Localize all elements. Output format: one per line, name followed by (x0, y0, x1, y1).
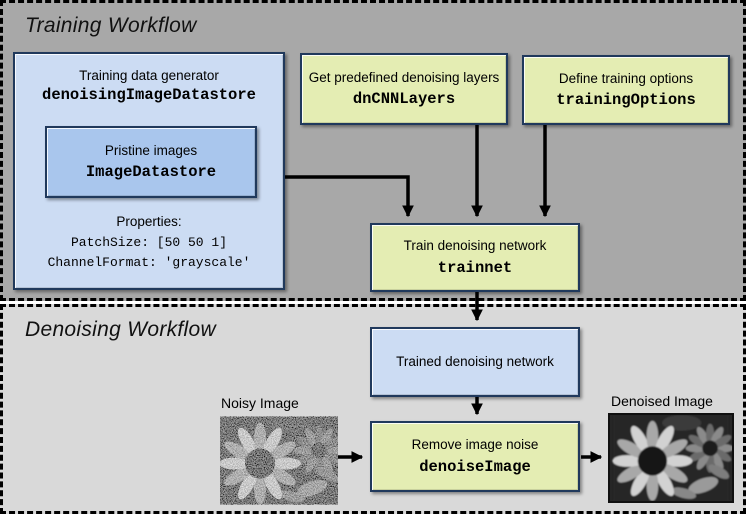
properties-title: Properties: (116, 214, 182, 229)
training-workflow-title: Training Workflow (25, 14, 197, 37)
trained-network-label: Trained denoising network (396, 354, 554, 370)
denoised-sunflower-image (608, 413, 734, 503)
box-denoising-image-datastore: Training data generator denoisingImageDa… (13, 52, 285, 290)
box-trainnet: Train denoising network trainnet (370, 223, 580, 292)
property-patchsize: PatchSize: [50 50 1] (70, 235, 228, 250)
trainnet-label: Train denoising network (403, 238, 547, 254)
training-options-label: Define training options (558, 70, 694, 86)
box-image-datastore: Pristine images ImageDatastore (45, 126, 257, 198)
imagedatastore-label: Pristine images (104, 142, 198, 158)
box-dncnn-layers: Get predefined denoising layers dnCNNLay… (300, 53, 508, 125)
noisy-sunflower-image (220, 416, 338, 505)
denoise-image-function-name: denoiseImage (419, 457, 531, 476)
property-channelformat: ChannelFormat: 'grayscale' (47, 255, 251, 270)
box-training-options: Define training options trainingOptions (522, 55, 730, 125)
box-trained-network: Trained denoising network (370, 327, 580, 397)
denoised-image-label: Denoised Image (611, 393, 713, 409)
dncnn-function-name: dnCNNLayers (352, 90, 456, 109)
datastore-label: Training data generator (79, 68, 219, 83)
datastore-function-name: denoisingImageDatastore (42, 86, 256, 104)
noisy-image-label: Noisy Image (221, 395, 299, 411)
training-options-function-name: trainingOptions (556, 91, 696, 110)
imagedatastore-function-name: ImageDatastore (85, 163, 217, 182)
trainnet-function-name: trainnet (437, 258, 513, 277)
dncnn-label: Get predefined denoising layers (308, 69, 500, 85)
denoising-workflow-title: Denoising Workflow (25, 318, 216, 341)
box-denoise-image: Remove image noise denoiseImage (370, 421, 580, 492)
denoise-image-label: Remove image noise (411, 437, 539, 453)
